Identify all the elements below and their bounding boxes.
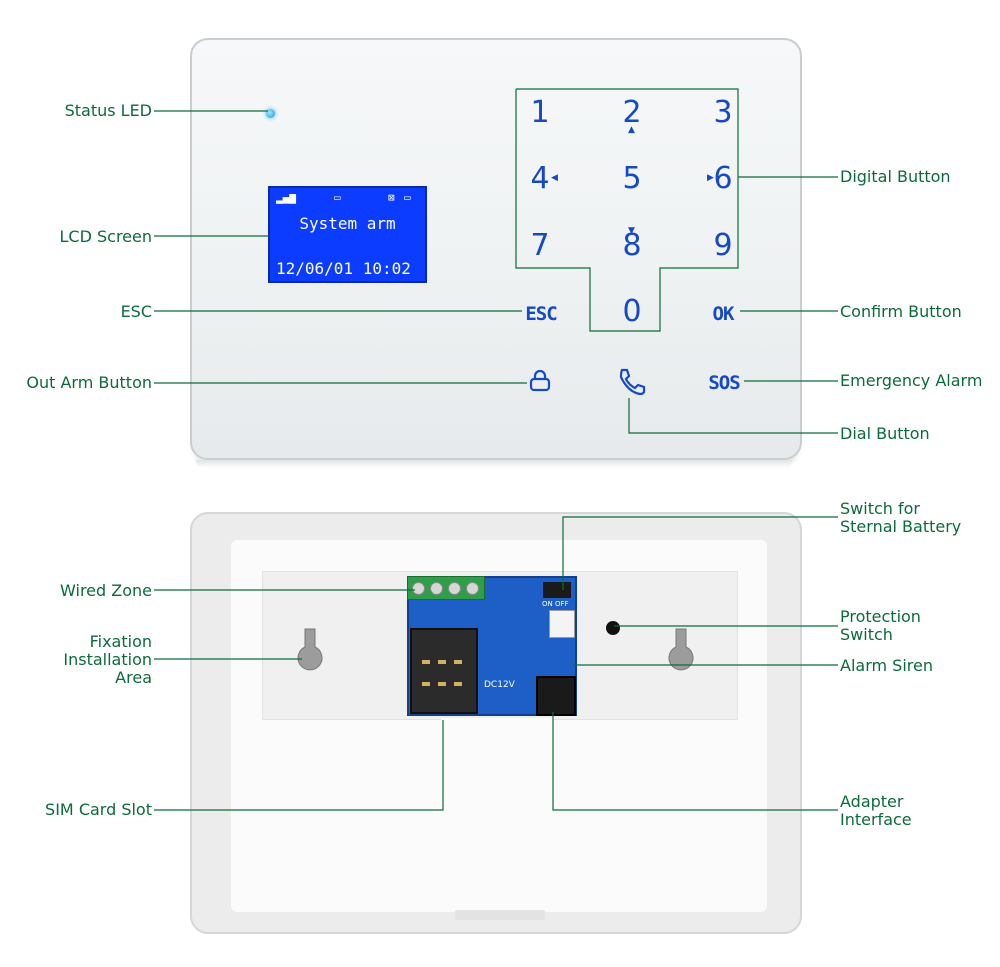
leader-battery-switch	[562, 516, 838, 590]
key-5[interactable]: 5	[622, 161, 642, 196]
sim-card-slot[interactable]	[410, 628, 478, 714]
bottom-foot	[455, 910, 545, 920]
padlock-icon	[529, 369, 551, 392]
battery-switch[interactable]	[543, 582, 571, 598]
label-digital-button: Digital Button	[840, 167, 951, 186]
leader-dial	[628, 398, 838, 434]
down-arrow-icon: ▼	[628, 226, 635, 236]
lock-icon: ▭	[334, 191, 341, 204]
label-fixation-2: Installation	[63, 650, 152, 669]
label-protection-2: Switch	[840, 625, 893, 644]
sim-contact	[454, 660, 462, 664]
label-protection-1: Protection	[840, 607, 921, 626]
label-adapter-2: Interface	[840, 810, 912, 829]
label-fixation-1: Fixation	[89, 632, 152, 651]
phone-icon	[619, 368, 646, 396]
label-status-led: Status LED	[64, 101, 152, 120]
keyhole-right	[668, 628, 694, 671]
battery-switch-label: ON OFF	[542, 600, 569, 608]
dc-input-label: DC12V	[484, 680, 515, 690]
up-arrow-icon: ▲	[628, 125, 635, 135]
keyhole-left	[297, 628, 323, 671]
front-panel-edge	[196, 460, 792, 468]
protection-switch	[606, 621, 620, 635]
lcd-status-text: System arm	[299, 214, 396, 233]
sim-contact	[438, 682, 446, 686]
bottom-cable-slot	[441, 718, 553, 740]
label-confirm-button: Confirm Button	[840, 302, 962, 321]
wired-zone-terminal	[407, 576, 485, 600]
label-sim-card-slot: SIM Card Slot	[45, 800, 152, 819]
label-fixation-3: Area	[115, 668, 152, 687]
leader-adapter	[552, 712, 838, 811]
lcd-datetime: 12/06/01 10:02	[276, 259, 411, 278]
terminal-screw	[412, 582, 425, 595]
key-2[interactable]: 2	[622, 95, 642, 130]
sos-button[interactable]: SOS	[708, 372, 740, 394]
signal-icon: ▂▄▆	[276, 191, 296, 204]
left-arrow-icon: ◀	[551, 173, 558, 183]
terminal-screw	[448, 582, 461, 595]
sim-contact	[438, 660, 446, 664]
key-3[interactable]: 3	[713, 95, 733, 130]
out-arm-button[interactable]	[527, 369, 553, 393]
label-esc: ESC	[120, 302, 152, 321]
top-cable-slot	[430, 545, 545, 570]
key-9[interactable]: 9	[713, 228, 733, 263]
label-emergency-alarm: Emergency Alarm	[840, 371, 983, 390]
key-7[interactable]: 7	[530, 228, 550, 263]
sim-contact	[422, 682, 430, 686]
label-wired-zone: Wired Zone	[60, 581, 152, 600]
sim-contact	[454, 682, 462, 686]
lcd-screen: ▂▄▆ ▭ ⊠ ▭ System arm 12/06/01 10:02	[268, 186, 427, 283]
label-out-arm-button: Out Arm Button	[26, 373, 152, 392]
adapter-interface[interactable]	[536, 676, 576, 716]
leader-sim	[154, 720, 444, 811]
label-switch-battery-2: Sternal Battery	[840, 517, 962, 536]
dial-button[interactable]	[615, 366, 649, 396]
key-0[interactable]: 0	[622, 294, 642, 329]
key-1[interactable]: 1	[530, 95, 550, 130]
key-6[interactable]: 6	[713, 161, 733, 196]
label-lcd-screen: LCD Screen	[59, 227, 153, 246]
right-arrow-icon: ▶	[707, 173, 714, 183]
ok-button[interactable]: OK	[712, 303, 735, 325]
terminal-screw	[466, 582, 479, 595]
label-alarm-siren: Alarm Siren	[840, 656, 933, 675]
keypad-outline	[515, 88, 739, 332]
status-led	[266, 109, 275, 118]
label-adapter-1: Adapter	[840, 792, 904, 811]
lcd-status-icons: ▂▄▆ ▭ ⊠ ▭	[276, 191, 421, 205]
key-8[interactable]: 8	[622, 228, 642, 263]
sim-contact	[422, 660, 430, 664]
terminal-screw	[430, 582, 443, 595]
alarm-siren-connector	[549, 610, 575, 638]
battery-icon: ▭	[404, 191, 411, 204]
sim-icon: ⊠	[388, 191, 395, 204]
label-dial-button: Dial Button	[840, 424, 930, 443]
label-switch-battery-1: Switch for	[840, 499, 920, 518]
key-4[interactable]: 4	[530, 161, 550, 196]
esc-button[interactable]: ESC	[525, 303, 557, 325]
